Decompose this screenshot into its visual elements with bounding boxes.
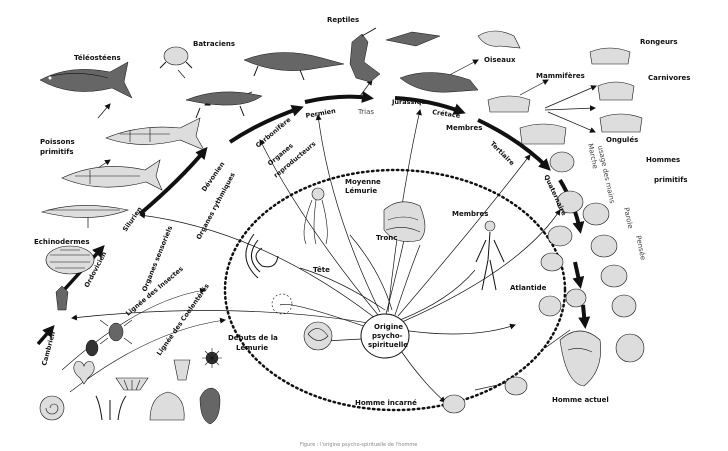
ungulate-skull-illustration [599, 113, 643, 133]
label-oiseaux: Oiseaux [484, 56, 516, 64]
heart-shell-illustration [73, 361, 95, 385]
label-carnivores: Carnivores [648, 74, 690, 82]
label-hommes-primitifs-2: primitifs [654, 176, 688, 184]
torso-figure-illustration [383, 201, 426, 242]
sea-urchin-illustration [45, 245, 95, 275]
label-homme-actuel: Homme actuel [552, 396, 609, 404]
label-teleosteens: Téléostéens [74, 54, 121, 62]
label-cambrien: Cambrien [40, 330, 57, 366]
frog-illustration [159, 46, 193, 69]
label-tronc: Tronc [376, 234, 397, 242]
amphibian-illustration [185, 91, 263, 119]
dotted-ellipse [223, 168, 567, 412]
label-parole: Parole [622, 207, 634, 230]
label-reptiles: Reptiles [327, 16, 359, 24]
label-debuts-lemurie-1: Débuts de la [228, 334, 278, 342]
carnivore-skull-illustration [597, 81, 635, 101]
permian-reptile-illustration [243, 52, 345, 81]
label-organes-rythmiques: Organes rythmiques [195, 171, 237, 241]
label-atlantide: Atlantide [510, 284, 547, 292]
echinoderm-illustration [40, 205, 130, 218]
label-origine-1: Origine [374, 323, 403, 331]
cambrian-creature-illustration [55, 285, 69, 311]
trilobite-illustration [173, 359, 191, 381]
label-tertiaire: Tertiaire [489, 140, 517, 168]
bird-illustration [477, 30, 521, 49]
modern-human-head-illustration [559, 330, 601, 387]
label-tete: Tête [313, 266, 330, 274]
beetle-illustration [85, 339, 99, 357]
label-membres-mid: Membres [452, 210, 488, 218]
label-mammiferes: Mammifères [536, 72, 585, 80]
label-debuts-lemurie-2: Lémurie [236, 344, 268, 352]
label-jurassique: Jurassique [391, 98, 431, 106]
star-creature-illustration [202, 348, 222, 368]
label-rongeurs: Rongeurs [640, 38, 678, 46]
head-spiral-illustration [245, 233, 279, 279]
label-homme-incarne: Homme incarné [355, 399, 417, 407]
label-moyenne-lemurie-2: Lémurie [345, 187, 377, 195]
insect-illustration [99, 319, 133, 345]
coral-illustration [95, 395, 127, 421]
crossopterygian-fish-illustration [105, 117, 205, 151]
label-lignee-coelenteres: Lignée des Coelentérés [155, 282, 211, 357]
label-trias: Trias [357, 108, 374, 116]
rodent-skull-illustration [589, 47, 631, 65]
shell-fan-illustration [115, 377, 149, 391]
origin-circle [360, 313, 410, 359]
primitive-fish-illustration [61, 159, 163, 191]
embodied-human-skull-illustration [442, 376, 528, 414]
limbs-figure-illustration [475, 220, 505, 291]
label-hommes-primitifs-1: Hommes [646, 156, 680, 164]
label-membres-top: Membres [446, 124, 482, 132]
label-origine-3: spirituelle [368, 341, 408, 349]
mammal-skull-illustration [487, 95, 567, 145]
label-origine-2: psycho- [372, 332, 403, 340]
label-echinodermes: Echinodermes [34, 238, 90, 246]
label-pensee: Pensée [634, 235, 647, 261]
jellyfish-illustration [303, 187, 328, 245]
marine-reptile-illustration [399, 72, 479, 93]
dinosaur-illustration [349, 27, 381, 83]
label-poissons-2: primitifs [40, 148, 74, 156]
pterosaur-illustration [385, 31, 441, 47]
teleost-fish-illustration [39, 61, 133, 99]
branch-arrows [85, 59, 597, 391]
label-moyenne-lemurie-1: Moyenne [345, 178, 381, 186]
bottle-creature-illustration [199, 387, 221, 425]
primate-skulls-illustration [538, 151, 645, 363]
label-usage-mains: usage des mains [596, 145, 616, 205]
lemuria-beginnings-illustration [271, 293, 333, 351]
label-poissons-1: Poissons [40, 138, 75, 146]
radiating-arrows [61, 109, 561, 403]
label-batraciens: Batraciens [193, 40, 235, 48]
label-cretace: Crétacé [432, 108, 462, 120]
figure-caption: Figure : l'origine psycho-spirituelle de… [300, 442, 417, 448]
ammonite-illustration [39, 395, 65, 421]
main-evolution-path [36, 90, 591, 346]
label-permien: Permien [305, 107, 337, 120]
polyp-illustration [149, 391, 185, 421]
label-ongules: Ongulés [606, 136, 638, 144]
